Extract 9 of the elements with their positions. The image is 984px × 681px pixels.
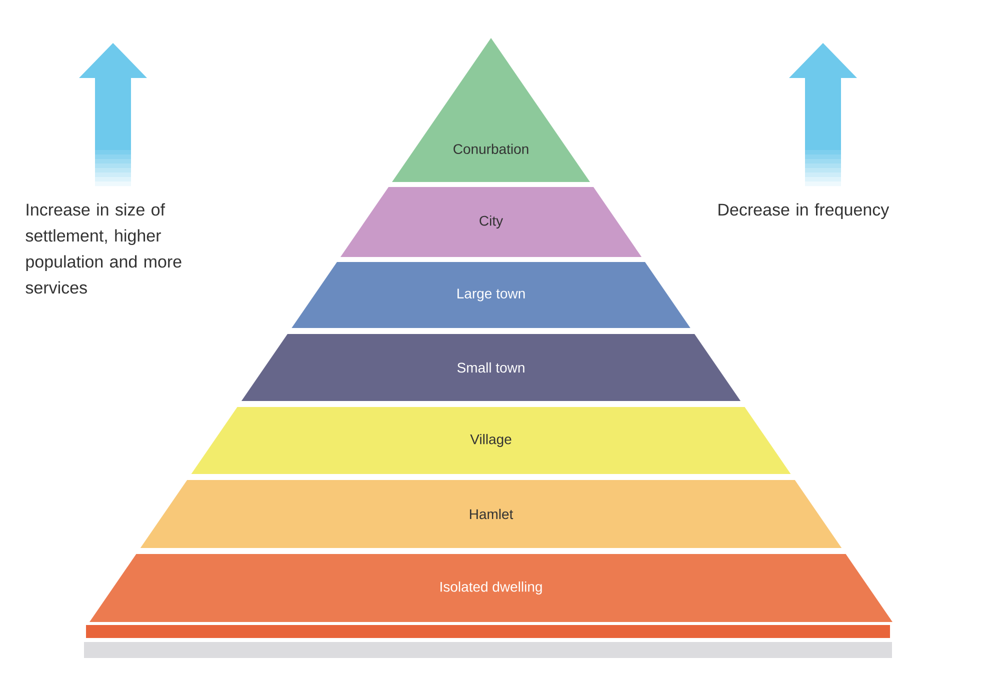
pyramid-layer: Conurbation (392, 38, 590, 182)
pyramid-layer: Isolated dwelling (90, 554, 892, 622)
pyramid-layer: Small town (241, 334, 741, 401)
pyramid-layer: Village (191, 407, 791, 474)
annotation-text: Decrease in frequency (718, 203, 890, 220)
pyramid-layer: City (340, 187, 642, 257)
pyramid-layer: Hamlet (140, 480, 842, 548)
annotation-text: Increase in size of settlement, higher population and more services (26, 203, 182, 294)
pyramid-layer: Large town (292, 262, 690, 328)
